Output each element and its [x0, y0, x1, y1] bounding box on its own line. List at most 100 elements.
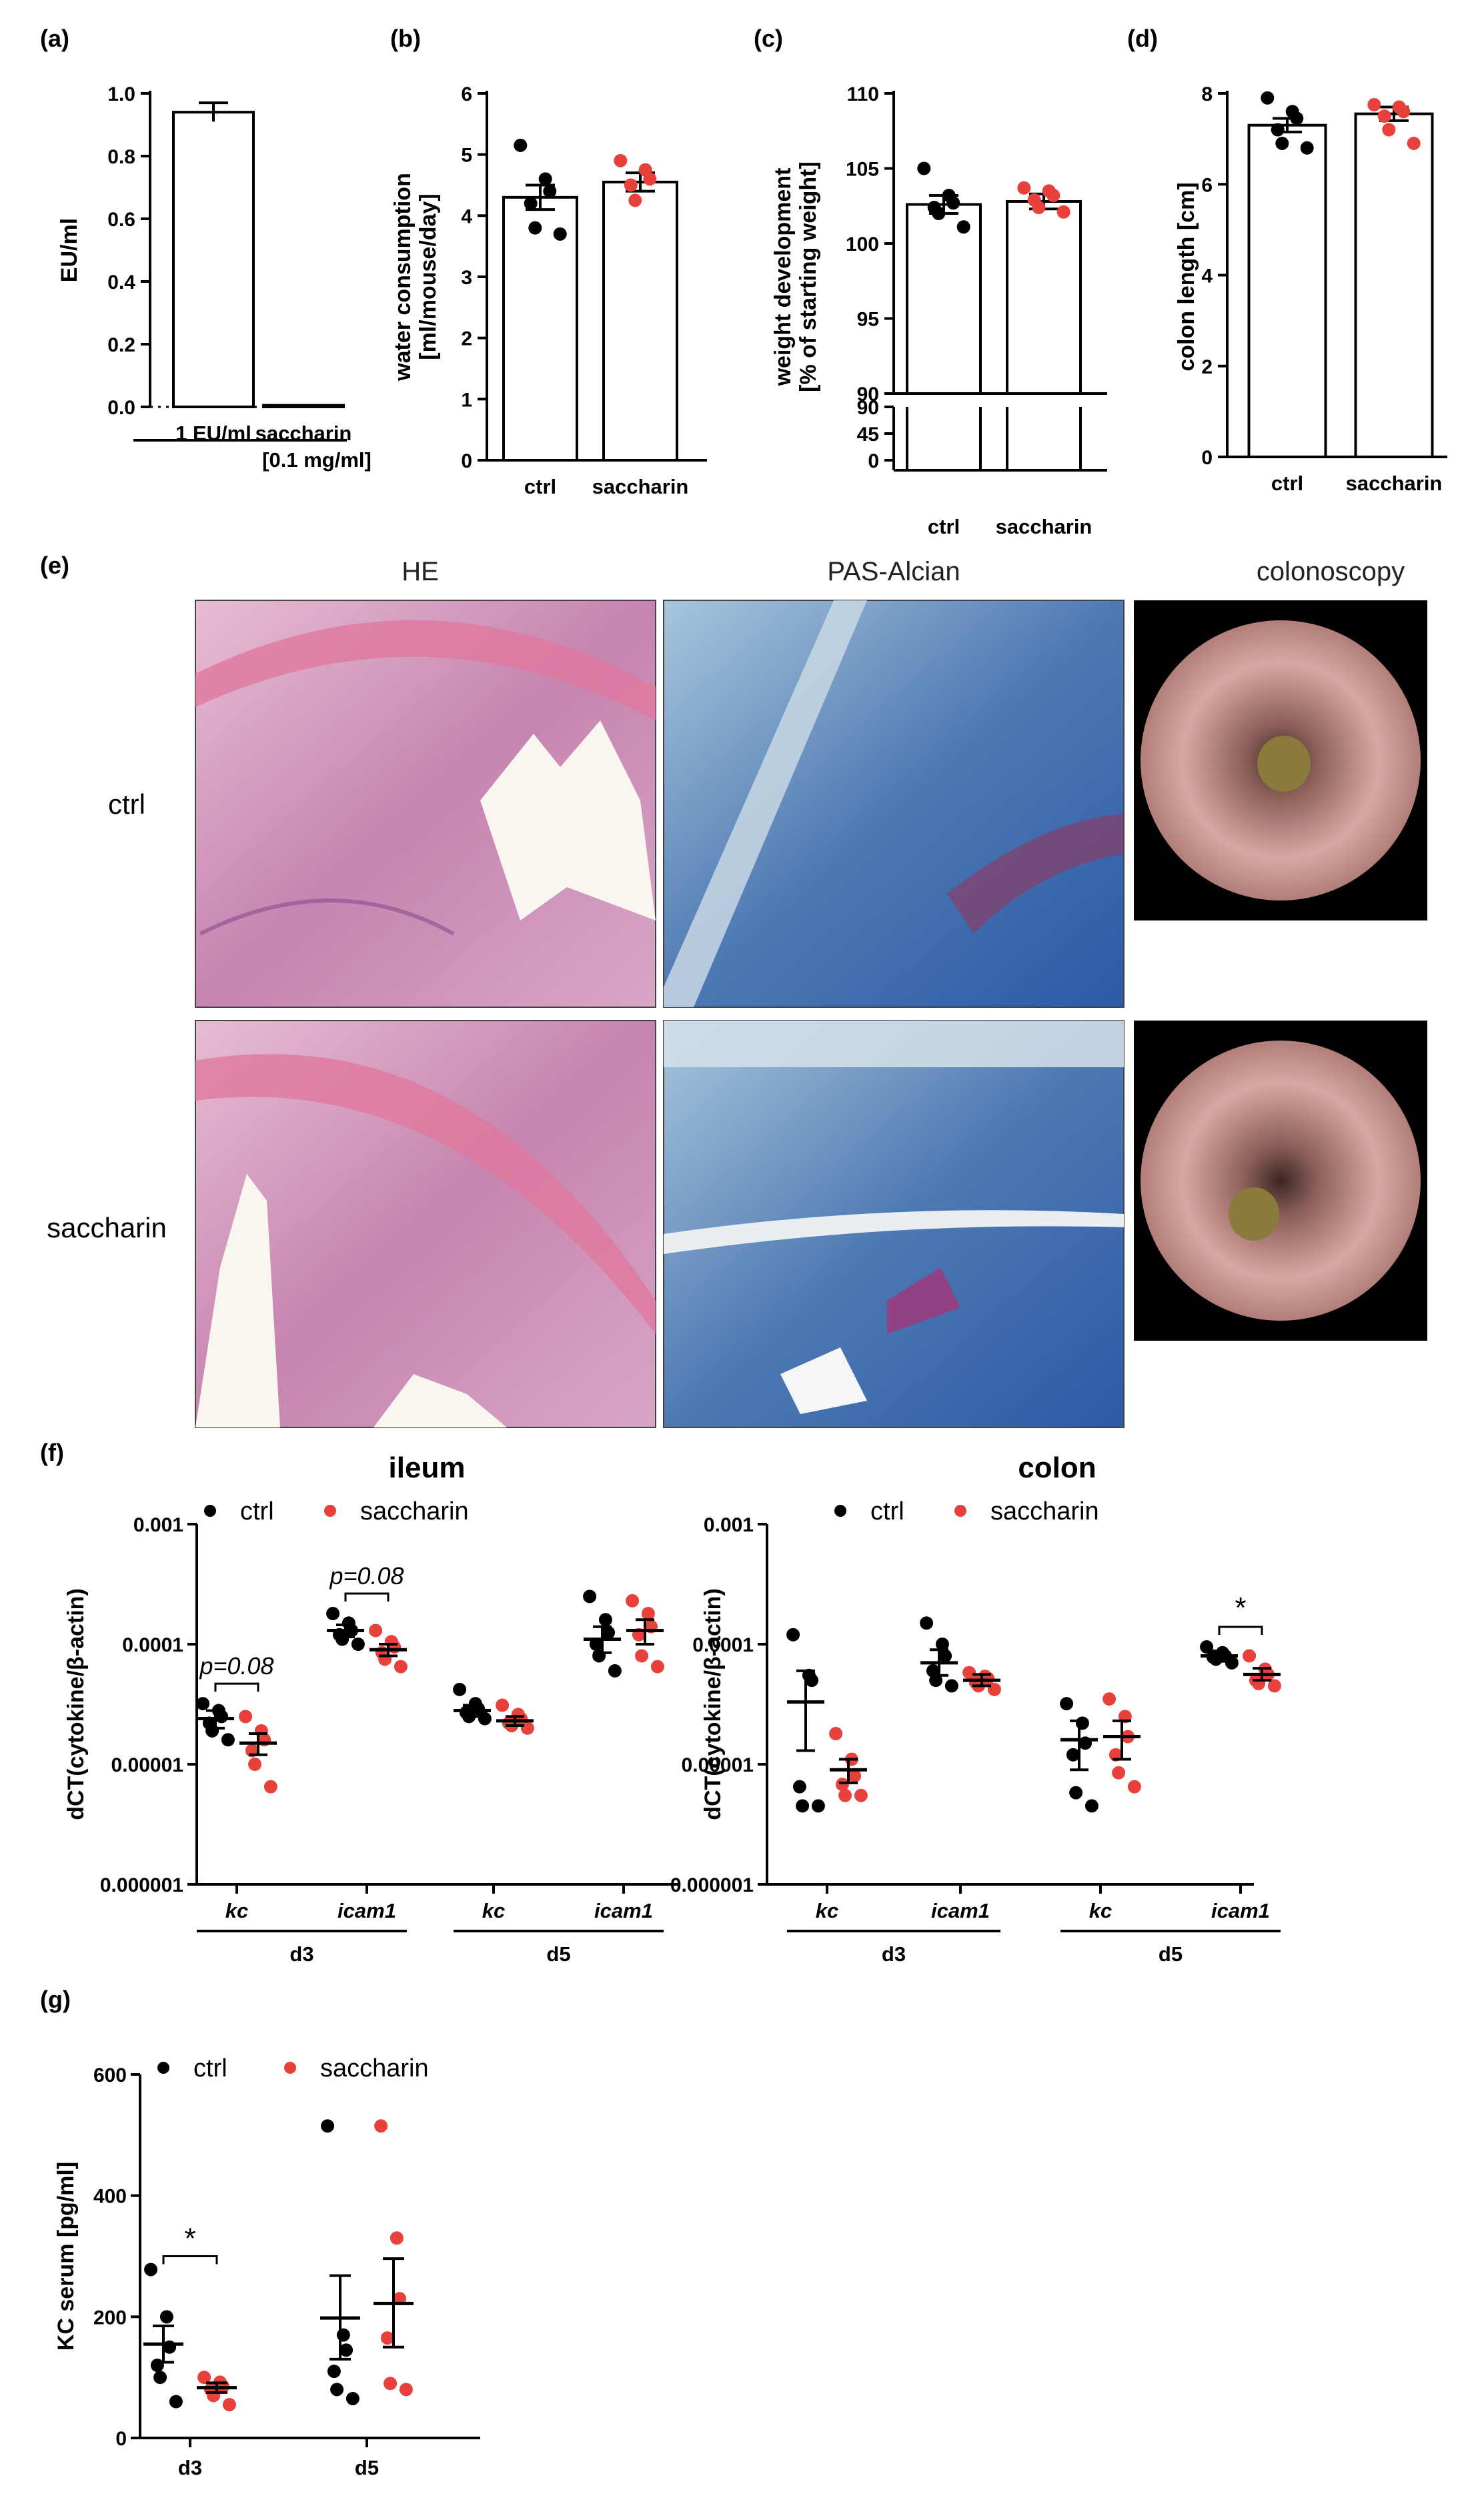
- data-point-f2-ctrl: [1084, 1799, 1098, 1813]
- data-point-b-1: [614, 153, 628, 167]
- category-label-c: ctrl: [928, 515, 960, 538]
- panel-label-e: (e): [40, 552, 69, 579]
- data-point-d-1: [1377, 109, 1391, 123]
- y-tick-label-lower-c: 45: [857, 424, 879, 446]
- category-label-f2: kc: [1089, 1899, 1112, 1922]
- he-ctrl-image: [195, 600, 656, 1008]
- data-point-f2-saccharin: [829, 1727, 843, 1741]
- group-label-f1: d5: [546, 1942, 570, 1966]
- y-tick-label-f1: 0.001: [133, 1514, 183, 1536]
- data-point-f1-saccharin: [641, 1607, 655, 1621]
- data-point-c-0: [956, 220, 970, 234]
- data-point-f1-ctrl: [196, 1697, 210, 1711]
- data-point-g-ctrl: [153, 2371, 167, 2385]
- data-point-f1-saccharin: [388, 1640, 402, 1654]
- row-label-ctrl: ctrl: [108, 788, 145, 820]
- chart-title-f2: colon: [1018, 1451, 1096, 1484]
- panel-label-a: (a): [40, 25, 69, 52]
- category-label-f2: kc: [816, 1899, 838, 1922]
- data-point-c-0: [932, 207, 946, 220]
- data-point-f2-saccharin: [962, 1666, 976, 1680]
- y-tick-label-c: 105: [846, 159, 879, 181]
- data-point-f2-ctrl: [929, 1674, 943, 1688]
- data-point-f1-saccharin: [635, 1649, 649, 1663]
- data-point-g-saccharin: [222, 2398, 236, 2412]
- y-tick-label-f1: 0.000001: [100, 1874, 183, 1896]
- panel-label-g: (g): [40, 1986, 71, 2013]
- data-point-f2-ctrl: [920, 1616, 934, 1630]
- category-label-f1: icam1: [594, 1899, 653, 1922]
- data-point-d-1: [1382, 123, 1396, 137]
- bar-d-0: [1247, 123, 1327, 458]
- y-tick-label-g: 600: [93, 2064, 127, 2086]
- y-axis-label-c: weight development: [770, 168, 796, 387]
- data-point-b-1: [643, 172, 657, 186]
- significance-bracket-f1: [214, 1682, 259, 1692]
- data-point-f1-ctrl: [478, 1712, 492, 1726]
- y-tick-label-f2: 0.00001: [682, 1754, 754, 1776]
- data-point-b-0: [538, 172, 552, 186]
- header-colonoscopy: colonoscopy: [1257, 557, 1405, 586]
- y-tick-label-c: 100: [846, 233, 879, 255]
- data-point-f1-saccharin: [520, 1721, 534, 1735]
- y-tick-label-c: 90: [857, 384, 879, 406]
- significance-label-f2: *: [1235, 1592, 1246, 1624]
- data-point-f1-ctrl: [335, 1632, 349, 1646]
- y-tick-label-g: 400: [93, 2186, 127, 2208]
- data-point-f1-saccharin: [239, 1710, 253, 1724]
- data-point-f2-saccharin: [1243, 1649, 1257, 1663]
- y-tick-label-d: 8: [1201, 83, 1213, 105]
- data-point-f1-saccharin: [263, 1780, 277, 1794]
- bar-d-1: [1354, 112, 1434, 458]
- data-point-d-0: [1290, 111, 1304, 125]
- bar-a-0: [172, 111, 255, 408]
- significance-label-f1: p=0.08: [199, 1652, 273, 1680]
- data-point-c-0: [946, 196, 960, 210]
- significance-bracket-f2: [1218, 1626, 1263, 1636]
- y-tick-label-f2: 0.0001: [692, 1634, 754, 1656]
- legend-label-f2: saccharin: [990, 1497, 1099, 1525]
- data-point-c-1: [1046, 189, 1060, 202]
- data-point-f2-ctrl: [792, 1780, 806, 1794]
- data-point-d-0: [1275, 136, 1289, 150]
- legend-marker-f1: [324, 1505, 336, 1517]
- header-he: HE: [402, 557, 439, 586]
- y-axis-label-a: EU/ml: [57, 218, 82, 282]
- y-axis-label-d: colon length [cm]: [1174, 182, 1199, 371]
- data-point-f2-saccharin: [1252, 1677, 1266, 1691]
- data-point-g-ctrl: [321, 2119, 335, 2133]
- data-point-f2-ctrl: [944, 1679, 958, 1693]
- data-point-g-ctrl: [169, 2395, 183, 2409]
- y-tick-label-a: 0.0: [107, 397, 135, 419]
- pas-alcian-saccharin-image: [663, 1020, 1125, 1428]
- category-label-d: saccharin: [1346, 472, 1443, 495]
- data-point-g-saccharin: [399, 2383, 413, 2397]
- category-label-f1: kc: [225, 1899, 248, 1922]
- data-point-f1-saccharin: [496, 1698, 510, 1712]
- y-tick-label-a: 0.4: [107, 271, 135, 293]
- category-label-g: d3: [178, 2456, 202, 2479]
- category-label-f1: icam1: [337, 1899, 396, 1922]
- bar-c-0: [906, 203, 982, 395]
- data-point-g-ctrl: [144, 2263, 158, 2277]
- group-label-f2: d3: [882, 1942, 906, 1966]
- significance-bracket-g: [162, 2255, 218, 2265]
- header-pas-alcian: PAS-Alcian: [827, 557, 960, 586]
- significance-bracket-f1: [344, 1592, 390, 1602]
- bar-c-1: [1006, 200, 1082, 395]
- group-label-f2: d5: [1159, 1942, 1183, 1966]
- panel-label-b: (b): [390, 25, 421, 52]
- data-point-f2-saccharin: [1127, 1780, 1141, 1794]
- data-point-g-ctrl: [327, 2365, 341, 2379]
- data-point-d-1: [1397, 105, 1411, 119]
- category-label-g: d5: [355, 2456, 379, 2479]
- data-point-c-1: [1032, 201, 1046, 214]
- data-point-c-1: [1056, 205, 1070, 219]
- y-tick-label-a: 1.0: [107, 83, 135, 105]
- data-point-b-0: [543, 184, 557, 198]
- data-point-f1-ctrl: [583, 1590, 597, 1604]
- data-point-f1-ctrl: [453, 1682, 467, 1696]
- y-axis-label-c: [% of starting weight]: [796, 161, 821, 392]
